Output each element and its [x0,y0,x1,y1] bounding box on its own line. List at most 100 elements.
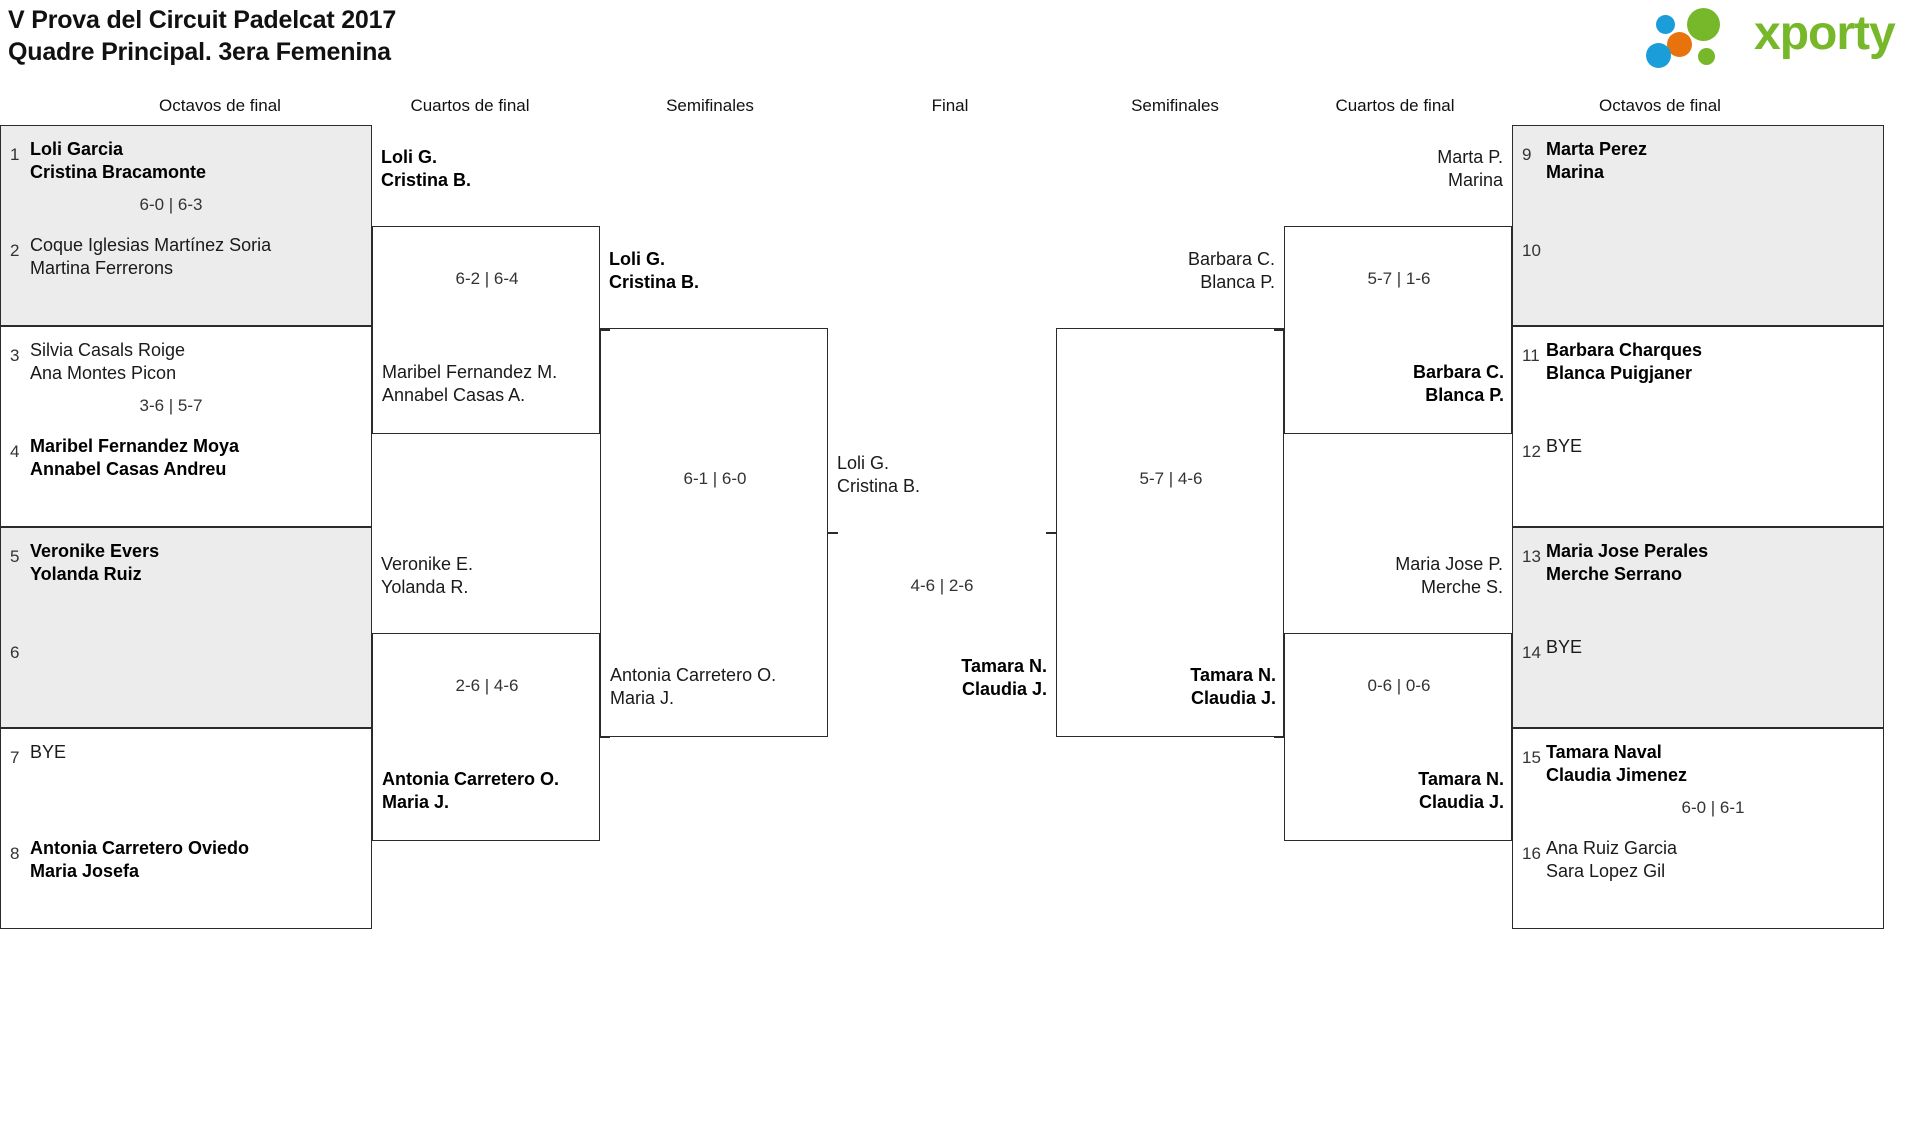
team-name-bottom: BYE [1546,435,1582,458]
team-name-top: Maria Jose Perales Merche Serrano [1546,540,1708,586]
match-score: 5-7 | 4-6 [1139,469,1203,488]
player-1: Barbara C. [1412,362,1504,382]
right-qf-match-1-top-team: Marta P. Marina [1284,146,1503,192]
player-1: Loli G. [609,249,665,269]
seed-number: 5 [10,547,20,566]
seed-number: 11 [1522,346,1540,365]
right-qf-match-2[interactable]: 0-6 | 0-6 Tamara N. Claudia J. [1284,633,1512,841]
seed-number: 13 [1522,547,1541,566]
final-top-team: Loli G. Cristina B. [837,452,920,498]
player-2: Marina [1546,162,1605,182]
team-name-bottom: Maribel Fernandez M. Annabel Casas A. [382,361,557,407]
match-score: 0-6 | 0-6 [1367,676,1431,695]
connector-left-sf1-out [828,532,838,534]
player-1: Antonia Carretero O. [610,665,777,685]
seed-number: 12 [1522,442,1541,461]
team-name-top: Silvia Casals Roige Ana Montes Picon [30,339,185,385]
page-title: V Prova del Circuit Padelcat 2017 Quadre… [8,4,396,68]
player-1: Barbara Charques [1546,340,1703,360]
player-2: Sara Lopez Gil [1546,861,1666,881]
xporty-logo: xporty [1646,6,1906,68]
right-r16-match-1[interactable]: 9 Marta Perez Marina 10 [1512,125,1884,326]
left-r16-match-1[interactable]: 1 Loli Garcia Cristina Bracamonte 6-0 | … [0,125,372,326]
connector-right-qf2-out [1274,736,1284,738]
right-r16-match-4[interactable]: 15 Tamara Naval Claudia Jimenez 6-0 | 6-… [1512,728,1884,929]
player-1: Tamara N. [1418,769,1504,789]
player-1: Tamara N. [1190,665,1276,685]
left-qf-match-2[interactable]: 2-6 | 4-6 Antonia Carretero O. Maria J. [372,633,600,841]
player-1: BYE [30,742,67,762]
seed-number: 16 [1522,844,1541,863]
team-name-top: Barbara Charques Blanca Puigjaner [1546,339,1702,385]
title-line-2: Quadre Principal. 3era Femenina [8,38,391,66]
player-2: Blanca P. [1200,272,1275,292]
round-header-right-r16: Octavos de final [1599,96,1721,115]
team-name-bottom: Barbara C. Blanca P. [1285,361,1504,407]
left-r16-match-4[interactable]: 7 BYE 8 Antonia Carretero Oviedo Maria J… [0,728,372,929]
team-name-bottom: Tamara N. Claudia J. [1057,664,1276,710]
left-qf-match-1-top-team: Loli G. Cristina B. [381,146,471,192]
connector-right-sf1-out [1046,532,1056,534]
player-1: Maribel Fernandez M. [382,362,558,382]
connector-left-qf2-out [600,736,610,738]
team-name-top: Loli Garcia Cristina Bracamonte [30,138,206,184]
player-1: Veronike Evers [30,541,160,561]
player-1: BYE [1546,637,1583,657]
right-r16-match-2[interactable]: 11 Barbara Charques Blanca Puigjaner 12 … [1512,326,1884,527]
player-2: Annabel Casas Andreu [30,459,227,479]
player-2: Yolanda Ruiz [30,564,142,584]
left-r16-match-3[interactable]: 5 Veronike Evers Yolanda Ruiz 6 [0,527,372,728]
logo-dot-blue-small [1656,15,1675,34]
logo-dot-orange [1667,32,1692,57]
player-1: Veronike E. [381,554,474,574]
team-name-top: Veronike Evers Yolanda Ruiz [30,540,159,586]
left-r16-match-2[interactable]: 3 Silvia Casals Roige Ana Montes Picon 3… [0,326,372,527]
seed-number: 2 [10,241,20,260]
player-1: Marta P. [1437,147,1503,167]
player-1: Maribel Fernandez Moya [30,436,240,456]
player-2: Merche S. [1420,577,1503,597]
team-name-top: Marta Perez Marina [1546,138,1647,184]
logo-dot-green-small [1698,48,1715,65]
connector-left-qf1-out [600,329,610,331]
left-sf-match-1[interactable]: 6-1 | 6-0 Antonia Carretero O. Maria J. [600,328,828,737]
player-1: Loli Garcia [30,139,124,159]
match-score: 5-7 | 1-6 [1367,269,1431,288]
seed-number: 4 [10,442,20,461]
player-1: Silvia Casals Roige [30,340,186,360]
right-r16-match-3[interactable]: 13 Maria Jose Perales Merche Serrano 14 … [1512,527,1884,728]
player-1: Antonia Carretero O. [382,769,560,789]
round-header-left-r16: Octavos de final [159,96,281,115]
player-1: Tamara Naval [1546,742,1662,762]
logo-dot-green-large [1687,8,1720,41]
seed-number: 6 [10,643,20,662]
team-name-bottom: Antonia Carretero O. Maria J. [382,768,559,814]
team-name-bottom: Coque Iglesias Martínez Soria Martina Fe… [30,234,271,280]
right-qf-match-1[interactable]: 5-7 | 1-6 Barbara C. Blanca P. [1284,226,1512,434]
player-1: BYE [1546,436,1583,456]
seed-number: 15 [1522,748,1541,767]
team-name-top: Tamara Naval Claudia Jimenez [1546,741,1687,787]
team-name-bottom: Tamara N. Claudia J. [1285,768,1504,814]
player-2: Cristina Bracamonte [30,162,207,182]
left-qf-match-1[interactable]: 6-2 | 6-4 Maribel Fernandez M. Annabel C… [372,226,600,434]
player-2: Yolanda R. [381,577,469,597]
player-1: Antonia Carretero Oviedo [30,838,250,858]
seed-number: 1 [10,145,20,164]
seed-number: 8 [10,844,20,863]
player-2: Annabel Casas A. [382,385,526,405]
connector-right-qf1-out [1274,329,1284,331]
player-1: Tamara N. [961,656,1047,676]
right-sf-match-1[interactable]: 5-7 | 4-6 Tamara N. Claudia J. [1056,328,1284,737]
final-score: 4-6 | 2-6 [910,576,974,595]
match-score: 6-1 | 6-0 [683,469,747,488]
round-header-right-qf: Cuartos de final [1335,96,1455,115]
seed-number: 7 [10,748,20,767]
player-1: Barbara C. [1187,249,1275,269]
seed-number: 3 [10,346,20,365]
team-name-bottom: BYE [1546,636,1582,659]
match-score: 6-0 | 6-3 [139,195,203,214]
team-name-bottom: Antonia Carretero O. Maria J. [610,664,776,710]
player-2: Claudia Jimenez [1546,765,1688,785]
